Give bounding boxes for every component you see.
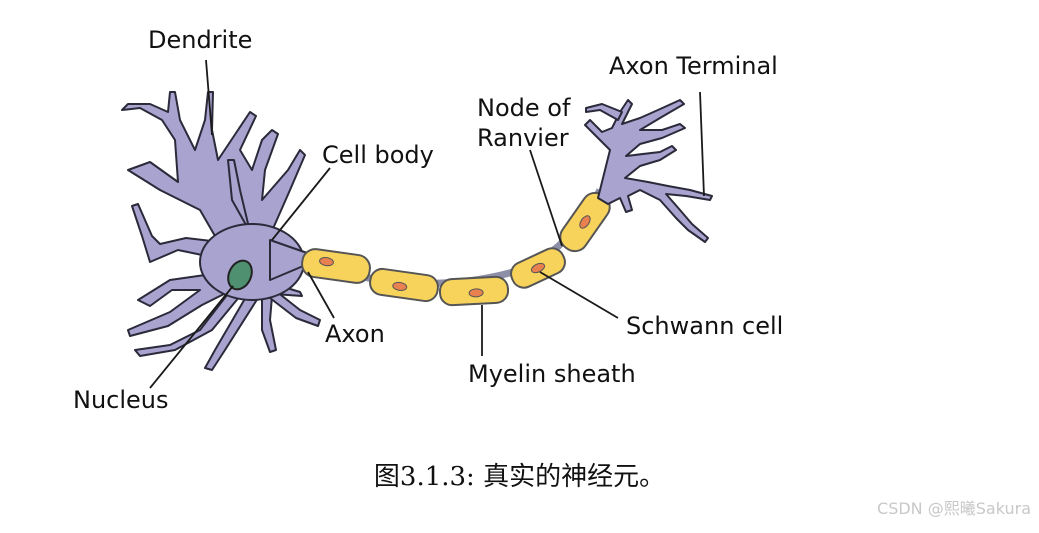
label-axon: Axon (325, 320, 385, 348)
label-node-of-ranvier-line1: Node of (477, 94, 571, 122)
label-axon-terminal: Axon Terminal (609, 52, 778, 80)
label-myelin-sheath: Myelin sheath (468, 360, 636, 388)
label-nucleus: Nucleus (73, 386, 169, 414)
label-node-of-ranvier-line2: Ranvier (477, 124, 569, 152)
neuron-diagram: Dendrite Cell body Axon Nucleus Myelin s… (73, 26, 783, 414)
leader-lines (149, 59, 705, 389)
watermark: CSDN @熙曦Sakura (877, 499, 1031, 518)
dendrites (121, 91, 321, 371)
label-schwann-cell: Schwann cell (626, 312, 783, 340)
axon-terminal-branches (584, 99, 713, 243)
nucleus-shape (227, 259, 253, 291)
schwann-cells (301, 191, 611, 307)
label-dendrite: Dendrite (148, 26, 252, 54)
label-cell-body: Cell body (322, 141, 434, 169)
figure-caption: 图3.1.3: 真实的神经元。 (373, 462, 666, 492)
